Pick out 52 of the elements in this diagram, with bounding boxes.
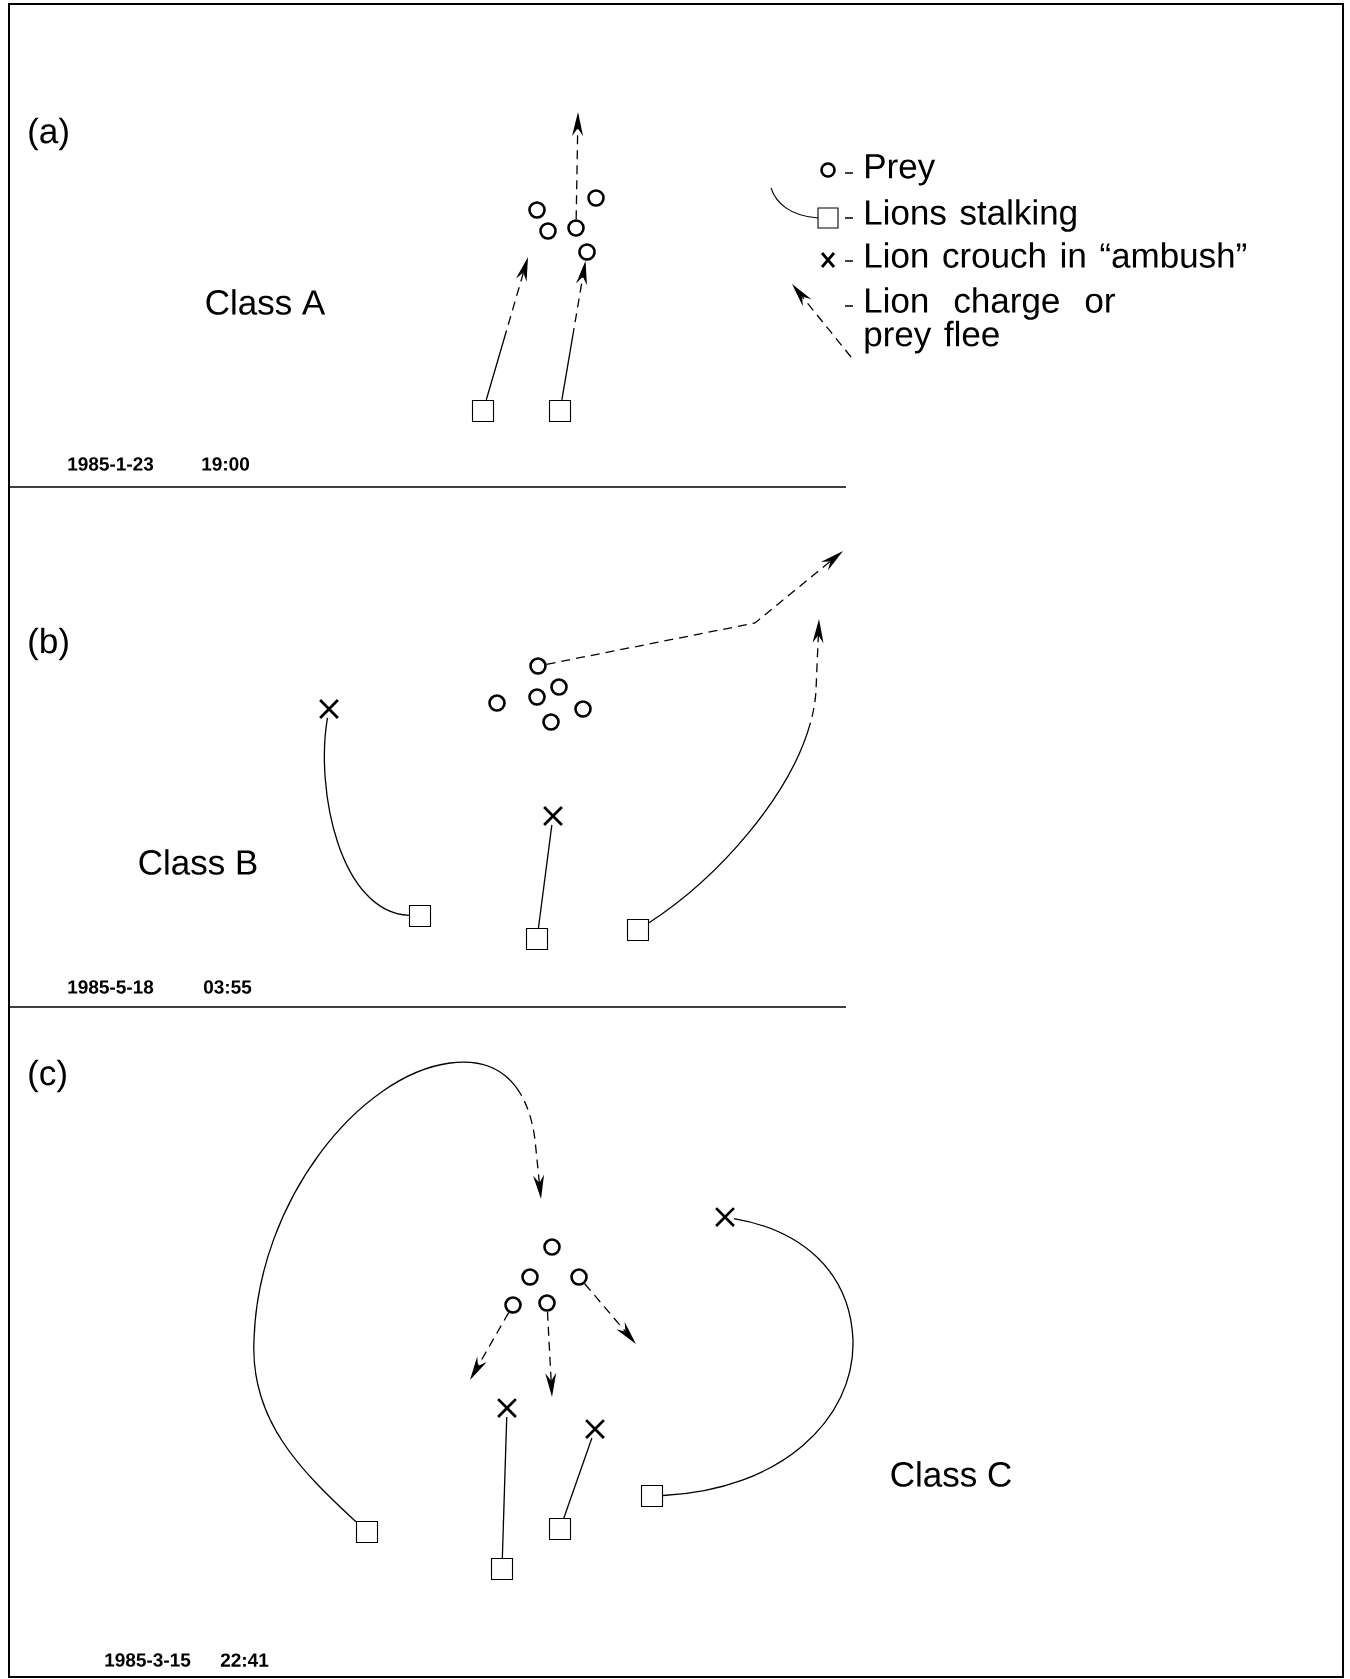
class-label: Class B — [139, 849, 257, 875]
lion-square — [355, 1520, 379, 1544]
crouch-cross — [318, 698, 340, 720]
class-label: Class C — [891, 1461, 1011, 1487]
lion-square — [626, 918, 650, 942]
arrow — [253, 1061, 545, 1523]
legend-text: Lions stalking — [866, 199, 1076, 232]
prey-circle — [550, 678, 568, 696]
legend-text: Prey — [866, 154, 936, 186]
date-label: 1985-1-23 — [68, 457, 154, 471]
stalk-line — [537, 824, 553, 929]
prey-circle — [504, 1296, 522, 1314]
crouch-cross — [714, 1206, 736, 1228]
prey-circle — [528, 201, 546, 219]
prey-circle — [521, 1268, 539, 1286]
legend-text: Lion crouch in “ambush” — [866, 242, 1246, 268]
lion-square — [548, 1517, 572, 1541]
lion-square — [408, 904, 432, 928]
time-label: 03:55 — [203, 980, 252, 994]
date-label: 1985-5-18 — [68, 980, 154, 994]
prey-circle — [538, 1294, 556, 1312]
stalk-line — [563, 1437, 593, 1519]
time-label: 19:00 — [202, 457, 249, 471]
crouch-cross — [542, 805, 564, 827]
prey-circle — [488, 694, 506, 712]
crouch-cross — [584, 1418, 606, 1440]
prey-circle — [574, 700, 592, 718]
time-label: 22:41 — [220, 1653, 269, 1667]
legend-text: Lion charge or prey flee — [865, 287, 1115, 354]
lion-square — [548, 399, 572, 423]
stalk-line — [501, 1416, 508, 1559]
lion-square — [471, 399, 495, 423]
prey-circle — [587, 189, 605, 207]
stalk-line — [323, 717, 410, 917]
lion-square — [490, 1557, 514, 1581]
prey-circle — [528, 688, 546, 706]
prey-circle — [543, 1238, 561, 1256]
prey-circle — [567, 219, 585, 237]
panel-label: (a) — [29, 117, 68, 151]
prey-circle — [539, 222, 557, 240]
prey-circle — [570, 1268, 588, 1286]
panel-label: (b) — [29, 627, 68, 661]
panel-label: (c) — [29, 1059, 66, 1093]
crouch-cross — [496, 1397, 518, 1419]
lion-square — [640, 1484, 664, 1508]
stalk-line — [662, 1217, 854, 1497]
lion-square — [525, 927, 549, 951]
class-label: Class A — [206, 289, 326, 315]
prey-circle — [578, 243, 596, 261]
prey-circle — [529, 657, 547, 675]
date-label: 1985-3-15 — [105, 1653, 191, 1667]
prey-circle — [542, 713, 560, 731]
